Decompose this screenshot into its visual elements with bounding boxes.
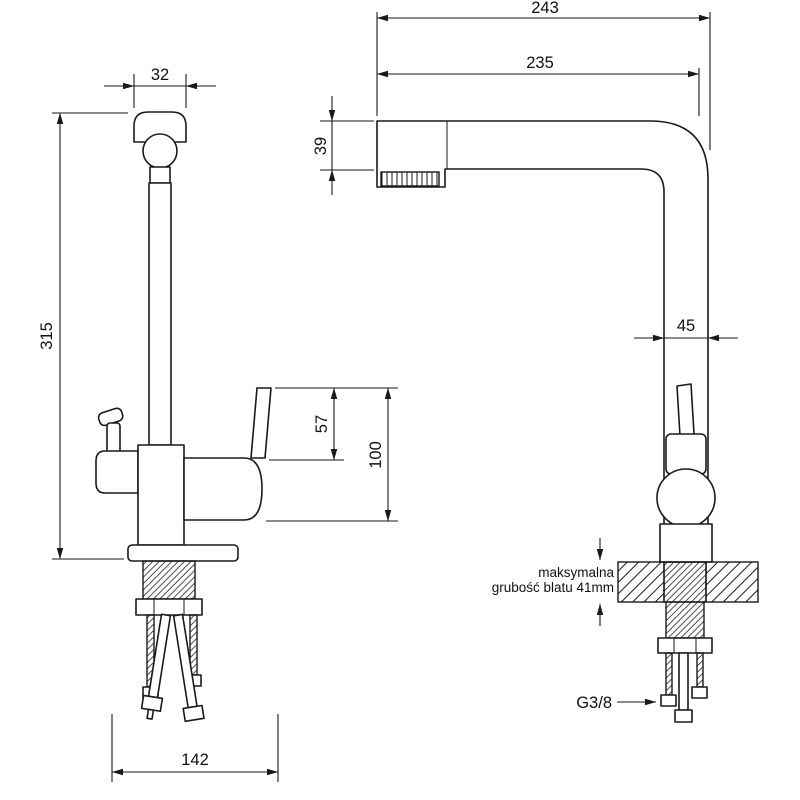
cartridge-housing [183,457,263,521]
riser-pipe [148,182,172,446]
body-ball [656,468,716,528]
mounting-stud-side [696,652,704,688]
supply-hose [172,613,205,723]
dim-label-57: 57 [313,415,331,433]
dimension-spout-width: 32 [104,66,216,108]
thread-size-label: G3/8 [576,694,612,712]
countertop-left [617,561,665,603]
filter-valve-body [95,450,139,494]
thread-size-callout: G3/8 [576,694,657,712]
mounting-stud-side [665,652,673,696]
dim-label-142: 142 [181,751,209,769]
dimension-lever-to-body: 100 [266,387,398,522]
dimension-body-diameter: 45 [634,317,738,342]
supply-hose [140,613,172,720]
dim-label-39: 39 [312,137,330,155]
dim-label-243: 243 [531,0,559,17]
counter-note-line1: maksymalna [538,565,614,580]
dimension-lever-height: 57 [269,387,398,461]
dim-label-32: 32 [151,66,169,84]
dim-label-235: 235 [526,54,554,72]
spout-cap [133,111,187,143]
dimension-base-span: 142 [111,714,279,782]
aerator [380,171,440,187]
counter-note-line2: grubość blatu 41mm [492,580,614,595]
dimension-spout-reach: 235 [376,54,700,116]
sphere-joint [142,133,178,169]
mounting-nut [135,598,203,616]
supply-hose-side [678,652,689,711]
body-base [659,523,713,563]
dimension-spout-height: 39 [312,96,374,195]
faucet-front-view [95,111,272,723]
countertop-right [705,561,759,603]
threaded-shank-side [663,561,707,603]
lever-handle-side [676,383,695,437]
body-neck [665,433,707,475]
dim-label-100: 100 [367,441,385,469]
dimension-total-depth: 243 [376,0,711,150]
countertop-thickness-note: maksymalna grubość blatu 41mm [492,538,614,626]
lever-handle [250,387,272,459]
faucet-side-view [376,120,759,723]
dim-label-315: 315 [38,322,56,350]
dimension-total-height: 315 [38,112,128,560]
mounting-nut-side [657,637,713,654]
threaded-shank [142,560,196,600]
faucet-body [137,444,185,546]
dim-label-45: 45 [677,317,695,335]
base-flange [127,544,239,562]
